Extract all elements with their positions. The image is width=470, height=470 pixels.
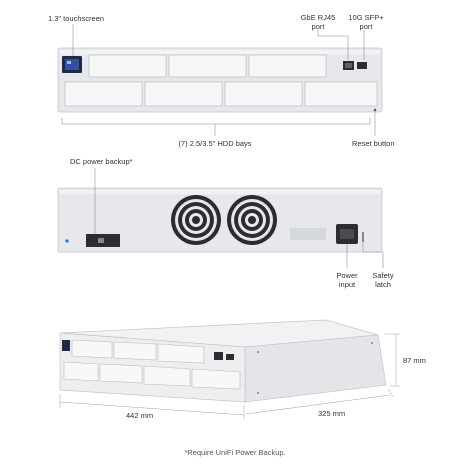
hdd-bay <box>168 54 247 78</box>
rear-status-light <box>65 239 69 243</box>
bottom-hdd-bays <box>64 81 378 107</box>
fan-left <box>171 195 221 245</box>
sfp-port-label-line2: port <box>359 22 373 31</box>
sfp-port-icon <box>357 62 367 69</box>
hdd-bays-label: (7) 2.5/3.5" HDD bays <box>178 139 252 148</box>
front-leaders <box>61 24 376 136</box>
touchscreen-label: 1.3" touchscreen <box>48 14 105 23</box>
power-input-label-line1: Power <box>336 271 358 280</box>
iso-touchscreen <box>62 340 70 351</box>
iso-rj45-port <box>214 352 223 360</box>
hdd-bay <box>304 81 378 107</box>
sfp-port-label: 10G SFP+ port <box>342 13 390 31</box>
depth-dimension-label: 325 mm <box>318 409 346 418</box>
iso-view <box>59 319 387 403</box>
gbe-port-label-line1: GbE RJ45 <box>300 13 336 22</box>
safety-latch-label-line2: latch <box>375 280 391 289</box>
hdd-bay <box>64 81 143 107</box>
top-hdd-bays <box>88 54 327 78</box>
rear-label-plate <box>290 228 326 240</box>
reset-button-icon <box>373 108 377 112</box>
hdd-bay <box>144 81 223 107</box>
dc-power-label: DC power backup* <box>70 157 133 166</box>
reset-button-label: Reset button <box>352 139 395 148</box>
front-view <box>57 47 383 113</box>
width-dimension-label: 442 mm <box>126 411 154 420</box>
iso-sfp-port <box>226 354 234 360</box>
dimension-lines <box>59 333 400 419</box>
power-input-label: Power input <box>327 271 367 289</box>
safety-latch-label-line1: Safety <box>372 271 394 280</box>
iso-hdd-bays <box>63 339 241 390</box>
hdd-bay <box>248 54 327 78</box>
rear-view <box>57 187 383 253</box>
iso-side-face <box>244 334 387 403</box>
power-input-label-line2: input <box>338 280 356 289</box>
gbe-port-label: GbE RJ45 port <box>294 13 342 31</box>
height-dimension-label: 87 mm <box>403 356 426 365</box>
safety-latch-icon <box>362 232 364 242</box>
gbe-port-label-line2: port <box>311 22 325 31</box>
fan-right <box>227 195 277 245</box>
hdd-bay <box>224 81 303 107</box>
hdd-bay <box>88 54 167 78</box>
footnote: *Require UniFi Power Backup. <box>184 448 286 457</box>
safety-latch-label: Safety latch <box>363 271 403 289</box>
rear-leaders <box>94 168 384 268</box>
sfp-port-label-line1: 10G SFP+ <box>348 13 384 22</box>
